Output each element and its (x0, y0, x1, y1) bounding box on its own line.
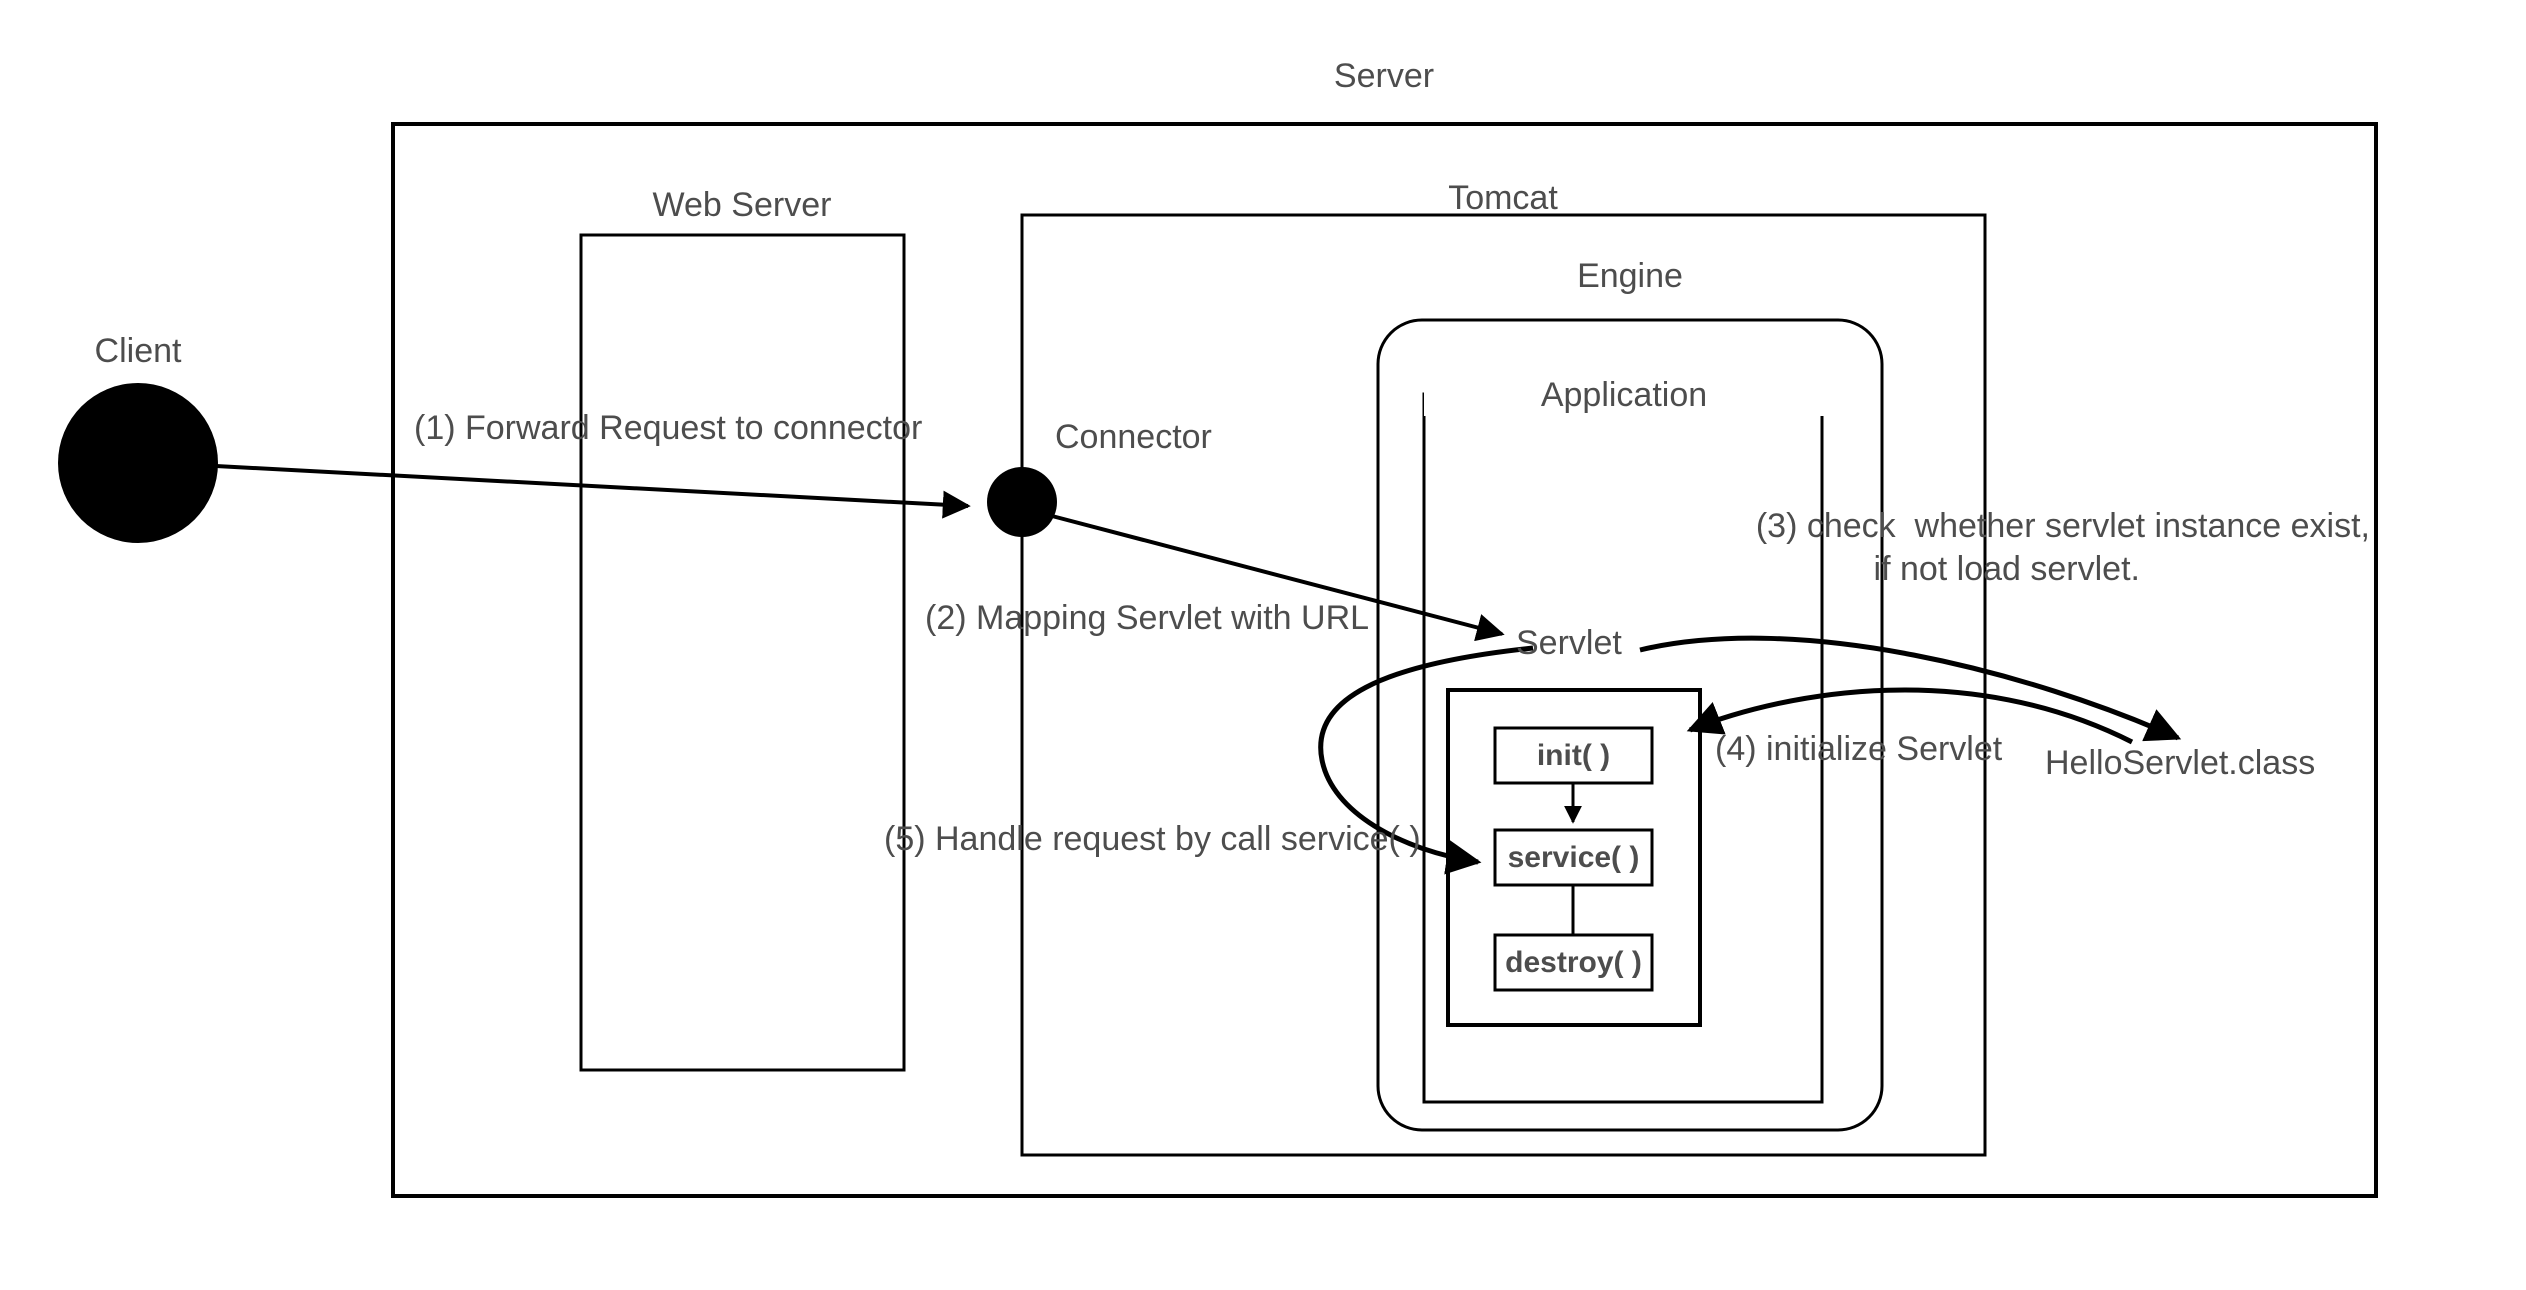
arrow-step-1 (215, 464, 971, 519)
lifecycle-label-init: init( ) (1536, 738, 1611, 772)
container-server (391, 122, 2378, 1198)
node-client-circle (58, 383, 218, 543)
node-label-connector: Connector (1055, 418, 1212, 456)
container-label-server: Server (1333, 57, 1435, 95)
step-label-5: (5) Handle request by call service( ) (884, 820, 1421, 858)
arrow-step-5 (1318, 645, 1534, 875)
container-engine (1376, 318, 1884, 1132)
step-label-4: (4) initialize Servlet (1715, 730, 2003, 768)
lifecycle-box-destroy (1493, 933, 1654, 992)
node-label-client: Client (94, 332, 182, 370)
arrow-step-3 (1639, 635, 2182, 742)
container-tomcat (1020, 213, 1987, 1157)
container-label-application: Application (1424, 374, 1824, 416)
container-web-server (579, 233, 906, 1072)
container-label-engine: Engine (1577, 257, 1683, 295)
container-label-web-server: Web Server (652, 186, 832, 224)
node-label-servlet: Servlet (1516, 624, 1622, 662)
lifecycle-box-init (1493, 726, 1654, 785)
arrow-step-4 (1686, 687, 2134, 745)
arrow-step-2 (1051, 514, 1505, 642)
node-connector-circle (987, 467, 1057, 537)
step-label-1: (1) Forward Request to connector (414, 409, 923, 447)
lifecycle-label-destroy: destroy( ) (1505, 945, 1642, 979)
lifecycle-label-service: service( ) (1507, 840, 1640, 874)
step-label-3-line2: if not load servlet. (1873, 550, 2140, 588)
node-label-helloservlet-class: HelloServlet.class (2045, 744, 2316, 782)
step-label-3-line1: (3) check whether servlet instance exist… (1755, 507, 2370, 545)
step-label-2: (2) Mapping Servlet with URL (925, 599, 1370, 637)
lifecycle-box-service (1493, 828, 1654, 887)
container-label-tomcat: Tomcat (1448, 179, 1558, 217)
